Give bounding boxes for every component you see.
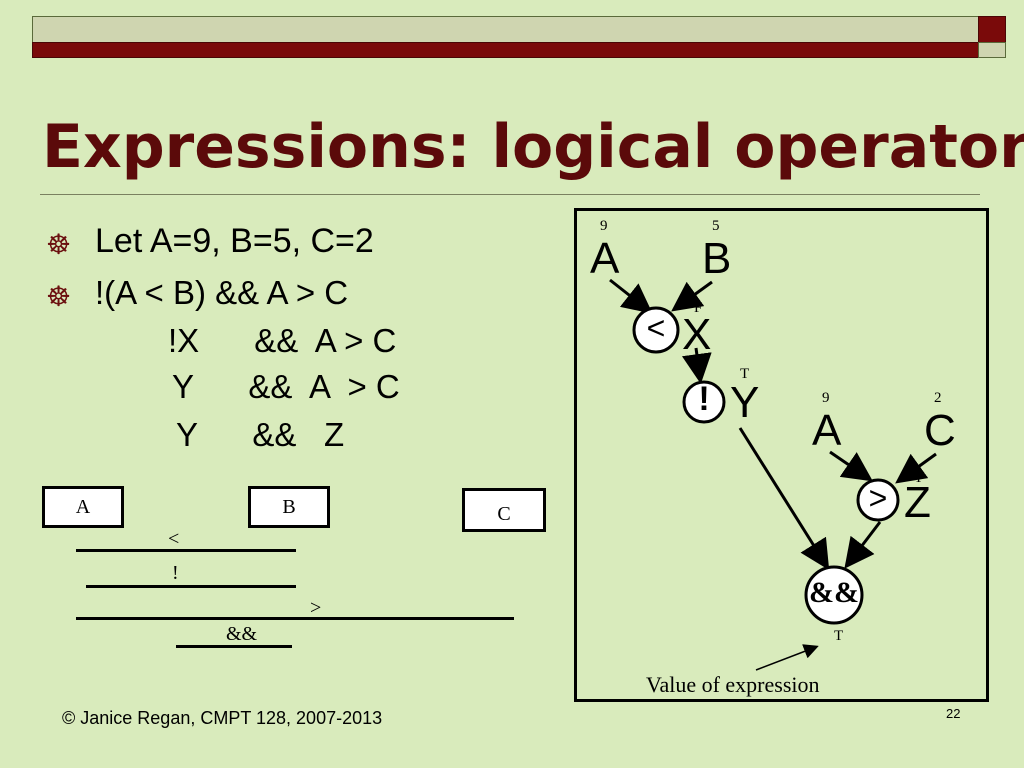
label-and: &&: [226, 623, 258, 645]
bullet-icon: ☸: [46, 229, 72, 260]
a-top-value: 9: [600, 218, 608, 234]
line-less-than: [76, 549, 296, 552]
expression-tree-frame: [574, 208, 989, 702]
arrow-z-to-and: [844, 521, 882, 569]
reduction-line-2: Y && A > C: [172, 368, 400, 405]
line-not: [86, 585, 296, 588]
bullet-2: !(A < B) && A > C: [95, 274, 349, 311]
y-label: Y: [730, 378, 760, 427]
z-value: T: [914, 470, 924, 486]
a-right-label: A: [812, 406, 842, 455]
arrow-a-to-gt: [829, 450, 873, 482]
b-top-value: 5: [712, 218, 720, 234]
footer-copyright: © Janice Regan, CMPT 128, 2007-2013: [62, 708, 383, 728]
b-top-label: B: [702, 234, 732, 283]
arrow-c-to-gt: [895, 452, 937, 484]
box-c: C: [462, 488, 546, 532]
lt-operator-label: <: [646, 310, 666, 346]
reduction-line-1: !X && A > C: [168, 322, 397, 359]
x-label: X: [682, 310, 712, 359]
arrow-b-to-lt: [671, 280, 713, 312]
page-number: 22: [946, 706, 961, 721]
slide-title: Expressions: logical operators: [42, 112, 1024, 182]
z-label: Z: [904, 478, 931, 527]
and-operator-node: [804, 565, 864, 625]
arrow-x-to-not: [681, 347, 712, 384]
not-operator-label: !: [698, 380, 710, 418]
result-value: T: [834, 628, 844, 644]
bullet-1: Let A=9, B=5, C=2: [95, 222, 374, 260]
not-operator-node: [682, 380, 726, 424]
label-less-than: <: [168, 528, 180, 550]
gt-operator-node: [856, 478, 900, 522]
result-caption: Value of expression: [646, 672, 820, 697]
c-right-label: C: [924, 406, 956, 455]
y-value: T: [740, 366, 750, 382]
lt-operator-node: [632, 306, 680, 354]
box-a: A: [42, 486, 124, 528]
line-and: [176, 645, 292, 648]
a-top-label: A: [590, 234, 620, 283]
bullet-icon: ☸: [46, 281, 72, 312]
gt-operator-label: >: [868, 480, 888, 516]
box-b: B: [248, 486, 330, 528]
label-not: !: [172, 562, 179, 584]
c-right-value: 2: [934, 390, 942, 406]
arrow-y-to-and: [738, 427, 830, 571]
reduction-line-3: Y && Z: [176, 416, 345, 453]
label-greater-than: >: [310, 597, 322, 619]
a-right-value: 9: [822, 390, 830, 406]
line-greater-than: [76, 617, 514, 620]
x-value: F: [694, 300, 703, 316]
title-divider: [40, 194, 980, 195]
arrow-caption-to-result: [755, 644, 819, 671]
header-square-bottom: [978, 42, 1006, 58]
arrow-a-to-lt: [609, 278, 653, 314]
and-operator-label: &&: [809, 576, 859, 609]
